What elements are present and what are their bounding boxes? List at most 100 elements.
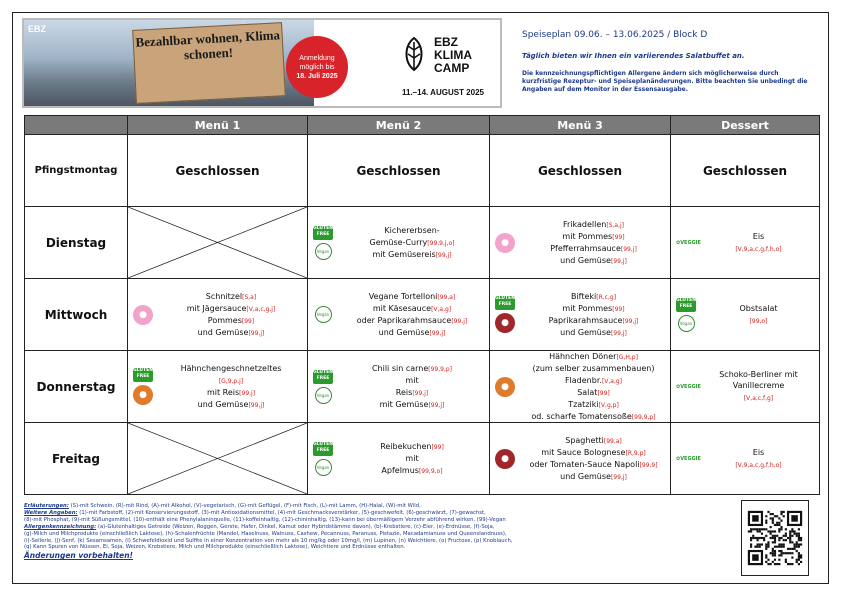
dish-text: Eis <box>752 231 765 241</box>
dish-text: od. scharfe Tomatensoße <box>531 411 632 421</box>
menu-cell <box>127 206 308 279</box>
dish-text: Reis <box>395 387 413 397</box>
dish-line: [G,9,p,j] <box>158 375 304 387</box>
dish-description: Schoko-Berliner mit Vanillecreme [V,a,c,f… <box>698 369 819 404</box>
dish-icons: ● <box>490 376 517 397</box>
camp-title-line1: EBZ <box>434 35 458 49</box>
allergen-code: [99,j] <box>610 329 627 337</box>
dish-text: und Gemüse <box>197 327 249 337</box>
dish-line: Salat[99] <box>520 387 667 399</box>
menu-cell: ●Hähnchen Döner[G,H,p](zum selber zusamm… <box>489 350 671 423</box>
dish-text: Schoko-Berliner mit Vanillecreme <box>719 370 798 390</box>
dish-text: Pfefferrahmsauce <box>550 243 621 253</box>
allergen-code: [99,j] <box>248 329 265 337</box>
allergen-code: [99,j] <box>610 257 627 265</box>
ebz-logo: EBZ <box>28 24 46 34</box>
dish-line: Pommes[99] <box>158 315 304 327</box>
dish-icons: ✿VEGGIE <box>671 380 701 394</box>
menu-cell: ●Spaghetti[99,a]mit Sauce Bolognese[R,9,… <box>489 422 671 495</box>
dish-text: mit Gemüsereis <box>372 249 436 259</box>
allergen-code: [V,a,c,g,j] <box>246 305 276 313</box>
qr-code[interactable] <box>741 500 809 576</box>
allergen-code: [V,a,g] <box>431 305 452 313</box>
dish-text: und Gemüse <box>197 399 249 409</box>
header-menu-3: Menü 3 <box>489 115 671 135</box>
dish-description: Frikadellen[S,a,j]mit Pommes[99]Pfefferr… <box>517 219 670 267</box>
dish-text: Hähnchen Döner <box>549 351 617 361</box>
dish-text: Chili sin carne <box>371 363 429 373</box>
allergen-code: [99,a] <box>603 437 622 445</box>
header-day-blank <box>24 115 128 135</box>
dish-line: mit Käsesauce[V,a,g] <box>338 303 486 315</box>
dish-text: oder Tomaten-Sauce Napoli <box>529 459 640 469</box>
camp-title-line2: KLIMA <box>434 48 472 62</box>
dish-line: Fladenbr.[V,a,g] <box>520 375 667 387</box>
dish-text: mit Käsesauce <box>372 303 432 313</box>
dish-line: [V,a,c,f,g] <box>701 392 816 404</box>
klima-camp-banner[interactable]: EBZ Bezahlbar wohnen, Klima schonen! Anm… <box>22 18 502 108</box>
dish-text: Paprikarahmsauce <box>548 315 623 325</box>
dish-text: Schnitzel <box>205 291 243 301</box>
dish-icons: Vegan <box>308 306 335 323</box>
dish-text: (zum selber zusammenbauen) <box>532 363 655 373</box>
dish-line: und Gemüse[99,j] <box>520 327 667 339</box>
legend: Erläuterungen: (S)-mit Schwein, (R)-mit … <box>24 503 724 560</box>
dish-description: Eis[V,9,a,c,g,f,h,o] <box>698 231 819 255</box>
beef-icon: ● <box>495 448 515 469</box>
dish-line: mit Reis[99,j] <box>158 387 304 399</box>
dish-description: Kichererbsen-Gemüse-Curry[99,9,j,o]mit G… <box>335 225 489 261</box>
dish-line: mit Pommes[99] <box>520 303 667 315</box>
dish-line: mit Gemüsereis[99,j] <box>338 249 486 261</box>
registration-badge: Anmeldung möglich bis 18. Juli 2025 <box>286 36 348 98</box>
allergen-change-note: Die kennzeichnungspflichtigen Allergene … <box>522 70 808 93</box>
dish-text: Obstsalat <box>739 303 778 313</box>
allergen-code: [99,9,p] <box>631 413 656 421</box>
dish-line: Gemüse-Curry[99,9,j,o] <box>338 237 486 249</box>
legend-line-allergens-3: (i)-Sellerie, (j)-Senf, (k) Sesamsamen, … <box>24 537 513 544</box>
dish-line: Schoko-Berliner mit Vanillecreme <box>701 369 816 392</box>
dish-text: und Gemüse <box>378 327 430 337</box>
vegan-icon: Vegan <box>314 306 332 323</box>
legend-line-allergens-4: (q) Kann Spuren von Nüssen, Ei, Soja, We… <box>24 544 406 551</box>
dish-text: Eis <box>752 447 765 457</box>
registration-line2: möglich bis <box>299 63 335 71</box>
allergen-code: [99] <box>612 233 625 241</box>
dish-line: [V,9,a,c,g,f,h,o] <box>701 459 816 471</box>
dish-text: mit Reis <box>206 387 240 397</box>
dish-line: Hähnchengeschnetzeltes <box>158 363 304 375</box>
allergen-code: [V,g,p] <box>598 401 619 409</box>
dish-description: Vegane Tortelloni[99,a]mit Käsesauce[V,a… <box>335 291 489 339</box>
dish-line: Reibekuchen[99] <box>338 441 486 453</box>
allergen-code: [S,a,j] <box>606 221 625 229</box>
allergen-code: [99,a] <box>437 293 456 301</box>
dish-text: Reibekuchen <box>380 441 432 451</box>
dish-text: Apfelmus <box>381 465 419 475</box>
dish-line: und Gemüse[99,j] <box>338 327 486 339</box>
allergen-code: [G,9,p,j] <box>218 377 244 385</box>
dish-line: und Gemüse[99,j] <box>158 399 304 411</box>
dish-line: Eis <box>701 231 816 243</box>
dish-text: Fladenbr. <box>564 375 602 385</box>
allergen-code: [99,o] <box>749 317 768 325</box>
camp-title: EBZ KLIMA CAMP <box>434 36 472 75</box>
no-menu-cross <box>128 207 307 278</box>
allergen-code: [99,j] <box>429 329 446 337</box>
dish-icons: ✿VEGGIE <box>671 236 701 250</box>
day-label: Mittwoch <box>24 278 128 351</box>
dish-text: und Gemüse <box>560 327 611 337</box>
no-menu-cross <box>128 423 307 494</box>
chicken-icon: ● <box>495 376 515 397</box>
dish-text: mit Pommes <box>562 303 613 313</box>
camp-title-line3: CAMP <box>434 61 470 75</box>
dish-line: oder Paprikarahmsauce[99,j] <box>338 315 486 327</box>
